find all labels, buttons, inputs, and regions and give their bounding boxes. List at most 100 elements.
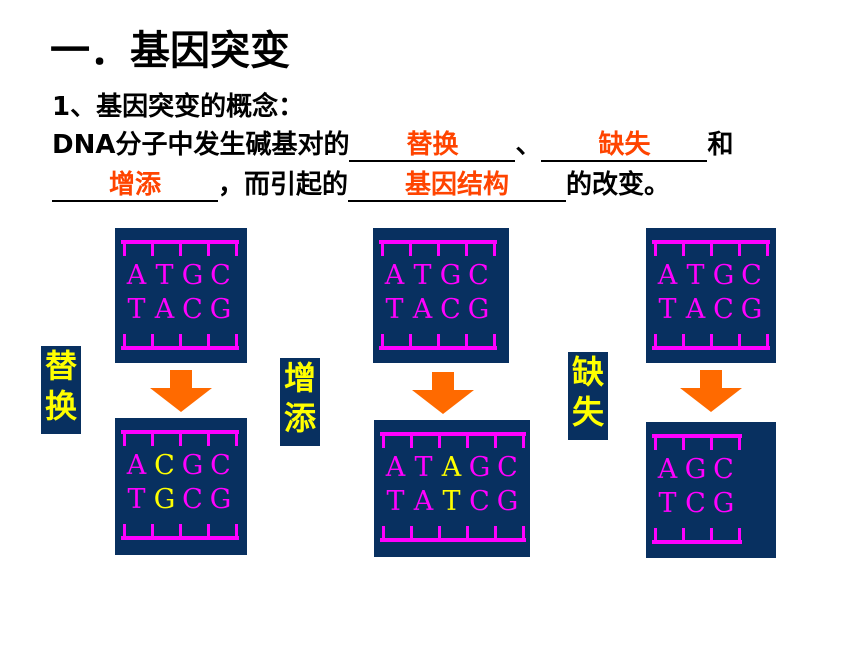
strand-tick [123,244,126,256]
strand-tick [151,244,154,256]
base-t: T [385,294,405,325]
strand-tick [410,526,413,538]
strand-tick [207,334,210,346]
base-t: T [686,260,706,291]
blank-substitution: 替换 [349,130,516,162]
base-g: G [740,294,764,325]
base-a: A [154,294,176,325]
base-c: C [210,450,232,481]
base-c: C [182,484,204,515]
strand-top-rail [379,240,497,244]
label-addition: 增 添 [280,358,320,446]
strand-tick [738,334,741,346]
label-substitution: 替 换 [41,346,81,434]
strand-tick [235,434,238,446]
base-g: G [181,450,205,481]
strand-tick [410,436,413,448]
base-g: G [496,486,520,517]
base-g: G [712,488,736,519]
base-g: G [209,294,233,325]
base-c: C [440,294,462,325]
strand-tick [151,524,154,536]
base-c: C [469,486,491,517]
label-substitution-char-1: 替 [44,347,77,385]
base-t: T [127,294,147,325]
strand-tick [766,334,769,346]
base-a: A [685,294,707,325]
strand-tick [437,334,440,346]
base-c: C [210,260,232,291]
strand-tick [654,244,657,256]
strand-tick [710,334,713,346]
strand-tick [123,524,126,536]
strand-tick [123,334,126,346]
label-deletion-char-1: 缺 [571,353,604,391]
page-title: 一．基因突变 [50,28,290,74]
strand-tick [465,244,468,256]
base-t: T [413,260,433,291]
base-c: C [468,260,490,291]
arrow-down-icon [680,370,742,414]
base-a: A [126,260,148,291]
strand-bottom-rail [121,346,239,350]
base-a: A [413,486,435,517]
strand-tick [235,334,238,346]
label-addition-char-2: 添 [283,399,316,437]
strand-tick [738,528,741,540]
strand-tick [465,334,468,346]
strand-tick [654,438,657,450]
strand-tick [766,244,769,256]
blank-addition: 增添 [52,170,218,202]
base-t: T [658,488,678,519]
strand-tick [179,244,182,256]
arrow-down-icon [150,370,212,414]
blank-gene-structure: 基因结构 [348,170,567,202]
label-deletion: 缺 失 [568,352,608,440]
strand-tick [179,524,182,536]
base-t: T [386,486,406,517]
base-c: C [741,260,763,291]
strand-top-rail [121,240,239,244]
strand-tick [493,334,496,346]
strand-tick [738,438,741,450]
strand-tick [522,436,525,448]
base-g: G [209,484,233,515]
definition-separator: 、 [515,130,542,160]
strand-tick [494,436,497,448]
strand-tick [654,528,657,540]
strand-tick [710,438,713,450]
base-g: G [468,452,492,483]
base-g: G [439,260,463,291]
strand-tick [738,244,741,256]
label-substitution-char-2: 换 [44,387,77,425]
base-c: C [713,454,735,485]
base-g: G [684,454,708,485]
strand-bottom-rail [652,346,770,350]
base-t: T [442,486,462,517]
base-g: G [153,484,177,515]
strand-bottom-rail [379,346,497,350]
base-a: A [657,260,679,291]
strand-tick [438,526,441,538]
base-c: C [182,294,204,325]
base-t: T [127,484,147,515]
strand-tick [381,244,384,256]
strand-bottom-rail [652,540,742,544]
base-c: C [497,452,519,483]
strand-tick [710,244,713,256]
strand-tick [493,244,496,256]
